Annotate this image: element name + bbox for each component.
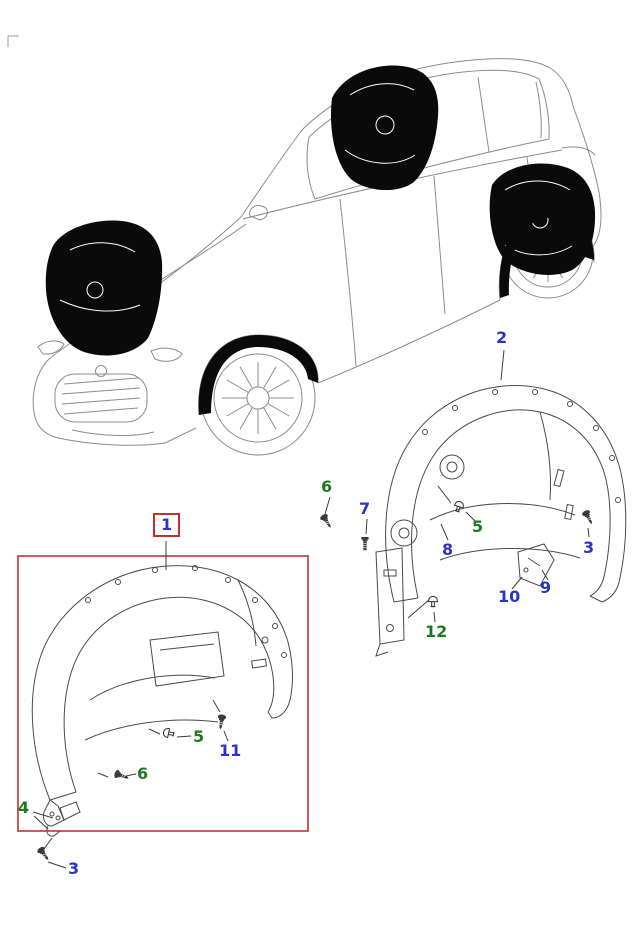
front-right-liner-highlight	[330, 65, 439, 191]
leader-lines	[32, 349, 590, 869]
front-arch-liner-highlight	[198, 335, 319, 415]
callout-fastener-3-upper: 3	[583, 538, 595, 557]
callout-part-2: 2	[496, 328, 508, 347]
clip-icon	[427, 595, 439, 608]
liner-highlights-on-car	[45, 65, 596, 415]
callout-fastener-5-upper: 5	[472, 517, 484, 536]
rear-liner-highlight	[489, 163, 596, 275]
callout-fastener-4: 4	[18, 798, 30, 817]
clip-icon	[162, 727, 175, 740]
screw-icon	[580, 508, 596, 527]
screw-icon	[318, 512, 335, 531]
part-1-drawing	[31, 565, 293, 837]
callout-fastener-9: 9	[540, 578, 552, 597]
bracket-part	[517, 543, 555, 587]
front-left-liner-highlight	[45, 220, 163, 356]
callout-part-1: 1	[153, 513, 181, 537]
callout-fastener-12: 12	[425, 622, 448, 641]
callout-fastener-7: 7	[359, 499, 371, 518]
part-2-drawing	[375, 384, 627, 657]
callout-fastener-11: 11	[219, 741, 242, 760]
corner-mark	[7, 35, 19, 47]
callout-fastener-5-lower: 5	[193, 727, 205, 746]
screw-icon	[35, 845, 53, 863]
callout-fastener-6-upper: 6	[321, 477, 333, 496]
part-1-highlight-box	[17, 555, 309, 832]
bolt-icon	[361, 536, 369, 551]
callout-fastener-6-lower: 6	[137, 764, 149, 783]
callout-fastener-10: 10	[498, 587, 521, 606]
rear-arch-liner-highlight	[499, 208, 595, 298]
callout-fastener-3-lower: 3	[68, 859, 80, 878]
callout-fastener-8: 8	[442, 540, 454, 559]
